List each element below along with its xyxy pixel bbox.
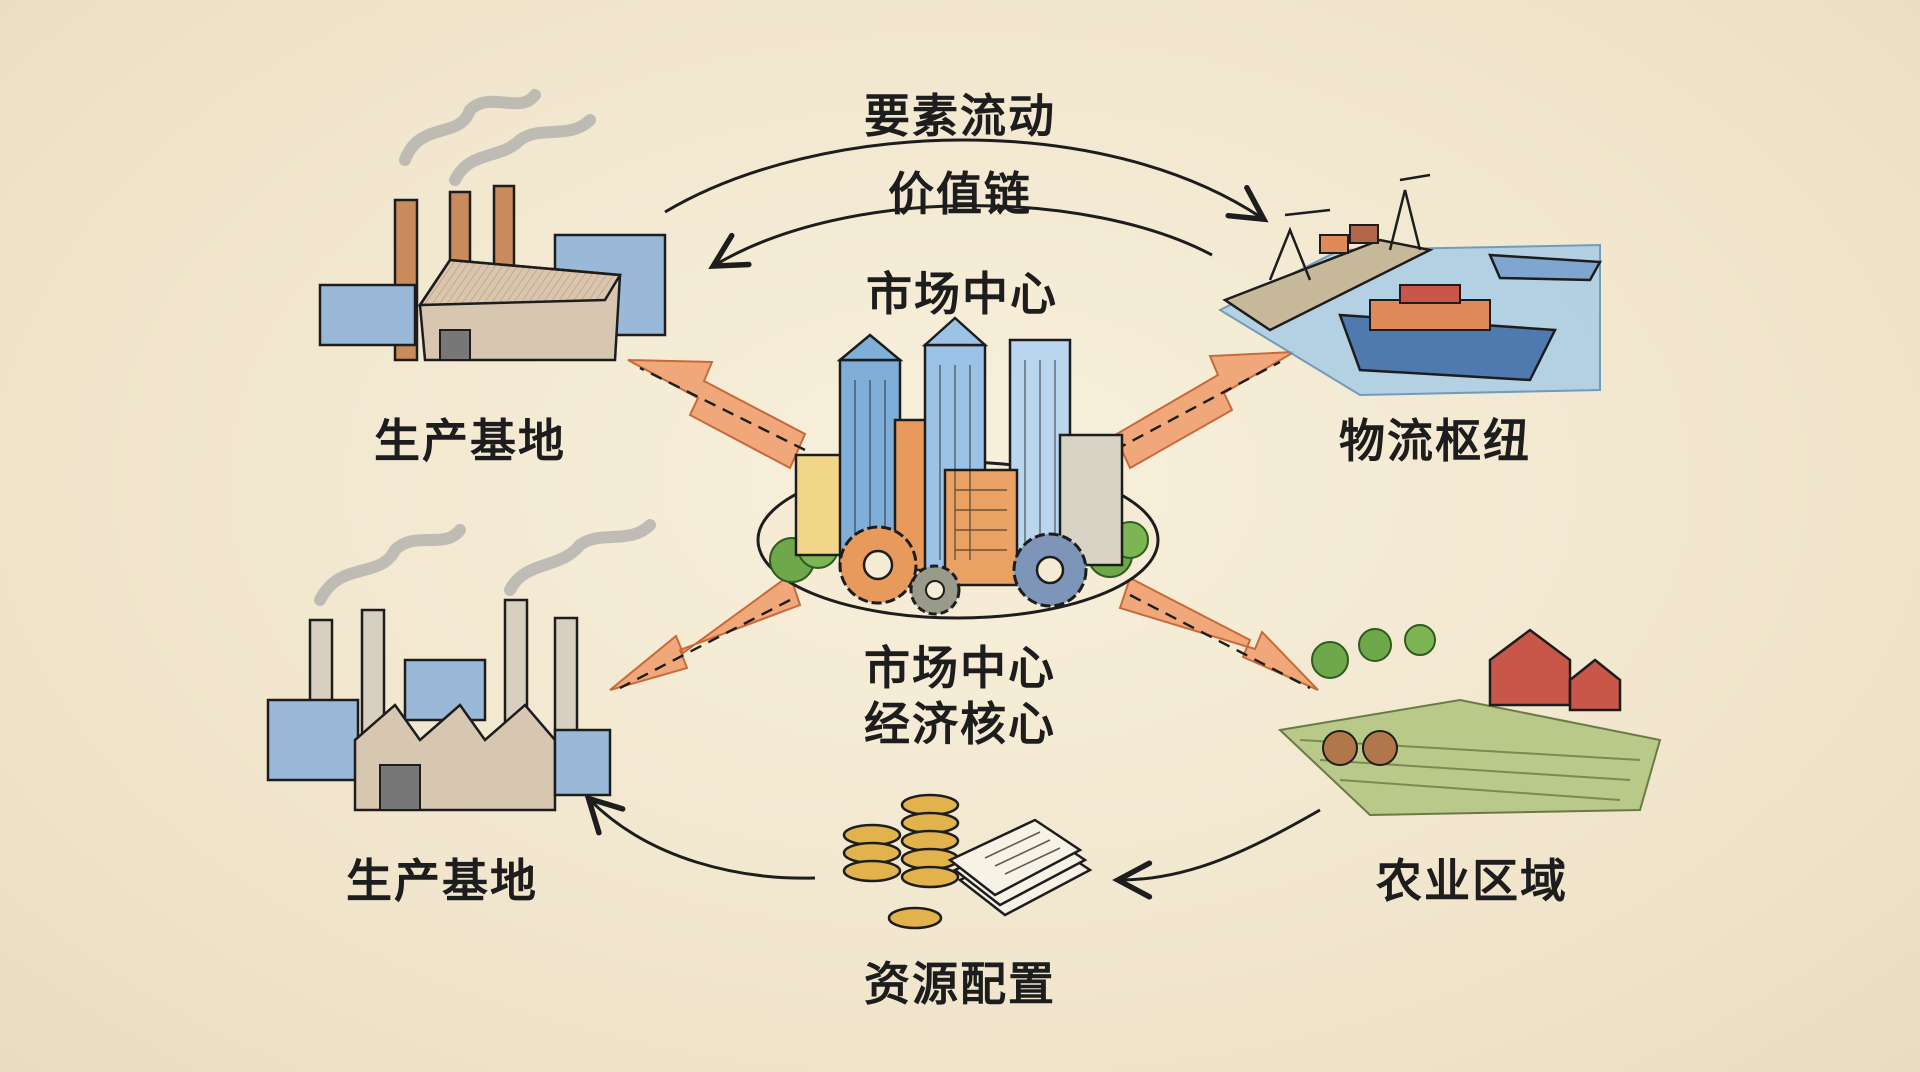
label-top-flow: 要素流动 (864, 89, 1056, 143)
label-market-center-bottom: 市场中心 (864, 641, 1056, 695)
coins-documents-icon (842, 793, 1093, 930)
radial-arrow-top-right (1113, 351, 1295, 470)
radial-arrow-bottom-left (609, 573, 802, 691)
label-production-base-top: 生产基地 (374, 414, 566, 468)
farm-icon (1277, 624, 1662, 817)
label-value-chain: 价值链 (888, 167, 1032, 221)
center-label-block: 市场中心 经济核心 (864, 640, 1056, 752)
city-icon (756, 316, 1160, 620)
flow-arrow-top (664, 138, 1269, 223)
radial-arrow-bottom-right (1118, 576, 1319, 691)
factory-icon (318, 89, 667, 362)
label-market-center-top: 市场中心 (866, 267, 1058, 321)
label-economic-core: 经济核心 (864, 697, 1056, 751)
flow-arrow-middle (708, 204, 1213, 270)
gear-icon (838, 525, 1088, 616)
flow-arrow-bottom-left (584, 794, 816, 880)
label-resource-allocation: 资源配置 (864, 957, 1056, 1011)
label-logistics-hub: 物流枢纽 (1339, 414, 1531, 468)
radial-arrow-top-left (627, 359, 807, 470)
label-production-base-bottom: 生产基地 (346, 854, 538, 908)
label-agricultural-region: 农业区域 (1376, 854, 1568, 908)
factory-icon (266, 519, 656, 812)
port-icon (1217, 173, 1603, 397)
flow-arrow-bottom-right (1112, 808, 1321, 900)
